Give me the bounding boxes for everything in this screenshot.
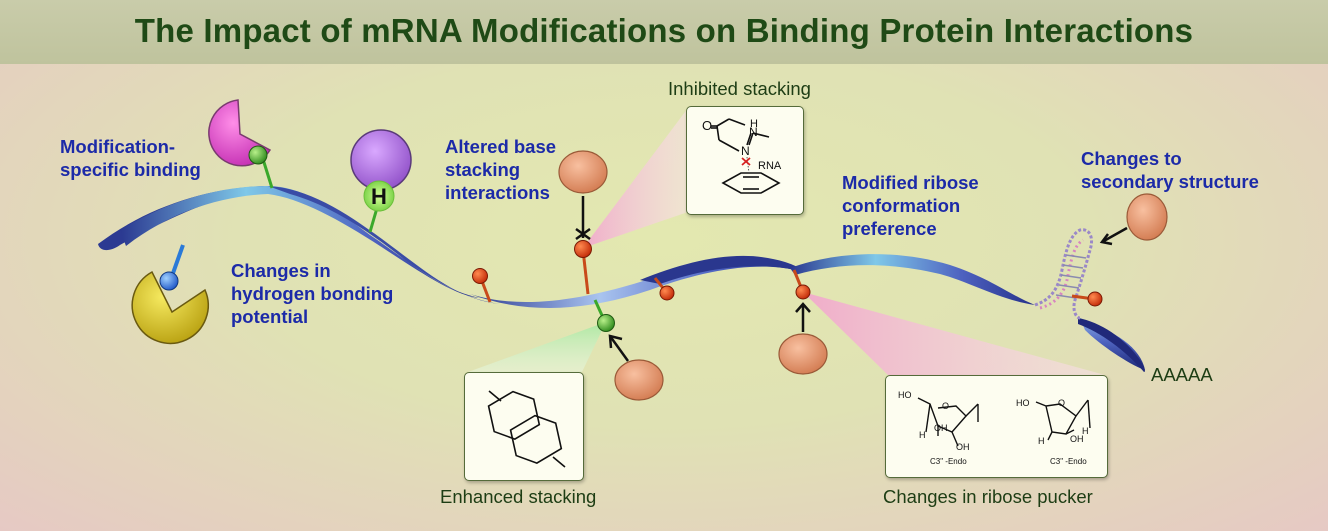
enhanced-stacking-callout — [468, 322, 606, 372]
label-inhibited-stacking: Inhibited stacking — [668, 78, 811, 99]
rna-label: RNA — [758, 160, 782, 172]
title-bar: The Impact of mRNA Modifications on Bind… — [0, 0, 1328, 64]
caption-right: C3" -Endo — [1050, 457, 1087, 466]
h-label-right-1: H — [1038, 436, 1045, 446]
red-modification-dot-2 — [574, 240, 592, 258]
secondary-structure-arrow — [1099, 226, 1128, 246]
inhibited-stacking-callout — [583, 108, 688, 248]
oh-label-left-2: OH — [956, 442, 970, 452]
h-label-left: H — [919, 430, 926, 440]
enhanced-stacking-arrow — [608, 334, 630, 362]
enhanced-stacking-box — [464, 372, 584, 481]
h-label-right-2: H — [1082, 426, 1089, 436]
green-modification-dot-1 — [248, 145, 268, 165]
hairpin-structure — [1034, 228, 1094, 320]
red-modification-dot-4 — [795, 284, 811, 300]
orange-protein-enhanced-stacking — [614, 359, 664, 401]
ribose-pucker-structures: HO O H OH OH C3" -Endo HO O H H OH C3" -… — [898, 390, 1091, 466]
label-modified-ribose: Modified ribose conformation preference — [842, 172, 979, 239]
oh-label-right: OH — [1070, 434, 1084, 444]
ribose-pucker-callout — [803, 292, 1105, 375]
orange-protein-secondary-structure — [1126, 193, 1168, 241]
blocked-arrow — [575, 196, 591, 241]
red-modification-dot-5 — [1087, 291, 1103, 307]
red-modification-dot-3 — [659, 285, 675, 301]
label-modification-specific-binding: Modification- specific binding — [60, 136, 201, 180]
label-enhanced-stacking: Enhanced stacking — [440, 486, 597, 507]
red-modification-dot-1 — [472, 268, 488, 284]
yellow-reader-protein — [131, 270, 209, 345]
ribose-pucker-box: HO O H OH OH C3" -Endo HO O H H OH C3" -… — [885, 375, 1108, 478]
oh-label-left-1: OH — [934, 423, 948, 433]
green-modification-dot-2 — [597, 314, 615, 332]
nitrogen-ring-label: N — [741, 144, 750, 158]
enhanced-stacking-structure — [487, 390, 566, 468]
blue-modification-dot — [159, 271, 179, 291]
ho-label-right: HO — [1016, 398, 1030, 408]
oxygen-atom-label: O — [702, 118, 712, 133]
label-poly-a-tail: AAAAA — [1151, 364, 1213, 385]
nitrogen-h-label: H — [750, 118, 758, 130]
o-label-left: O — [942, 401, 949, 411]
label-hydrogen-bonding: Changes in hydrogen bonding potential — [231, 260, 394, 327]
orange-protein-altered-stacking — [558, 150, 608, 194]
o-label-right: O — [1058, 398, 1065, 408]
label-altered-base-stacking: Altered base stacking interactions — [445, 136, 557, 203]
inhibited-stacking-box: O H N N RNA — [686, 106, 804, 215]
hydrogen-letter: H — [371, 184, 387, 209]
inhibited-stacking-structure: O H N N RNA — [702, 118, 782, 194]
ribose-arrow — [795, 302, 811, 332]
orange-protein-ribose — [778, 333, 828, 375]
label-secondary-structure: Changes to secondary structure — [1081, 148, 1259, 192]
h-stalk — [368, 207, 379, 233]
page-title: The Impact of mRNA Modifications on Bind… — [134, 12, 1194, 49]
label-ribose-pucker: Changes in ribose pucker — [883, 486, 1093, 507]
caption-left: C3" -Endo — [930, 457, 967, 466]
blue-modification-stalk — [170, 244, 185, 277]
nitrogen-top-label: N — [749, 125, 758, 139]
ho-label-left: HO — [898, 390, 912, 400]
hydrogen-bond-icon — [363, 180, 395, 212]
mrna-ribbon — [98, 186, 1145, 372]
